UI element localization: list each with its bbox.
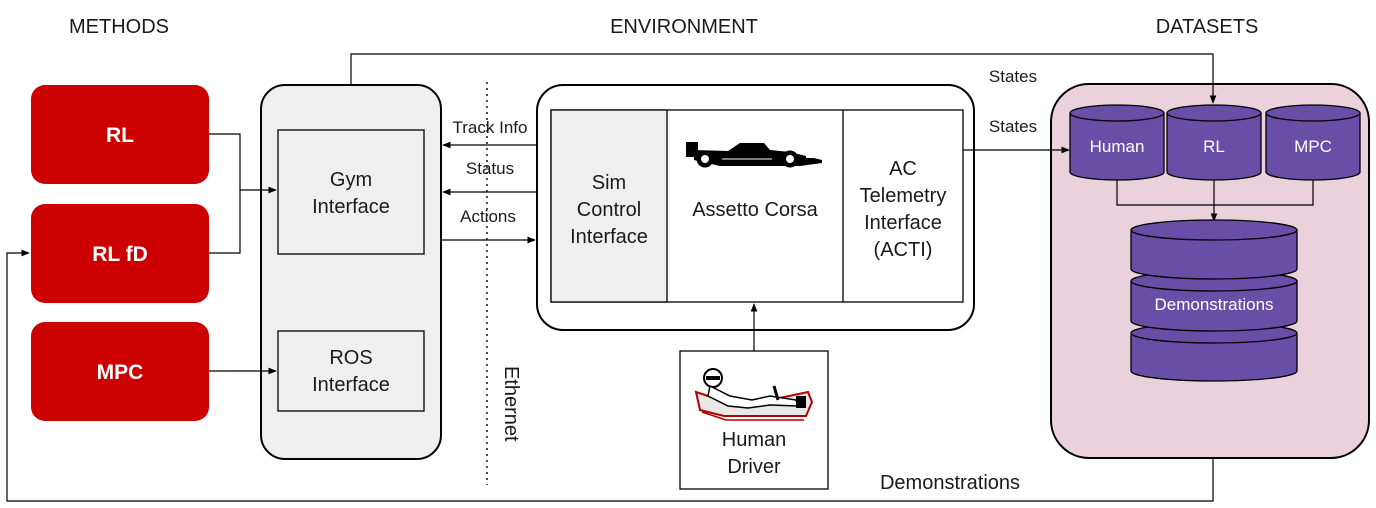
sim-control-line3: Interface (570, 226, 648, 248)
rlfd-to-gym-line (209, 190, 241, 254)
acti-line2: Telemetry (860, 185, 947, 207)
human-driver-line2: Driver (727, 456, 781, 478)
acti-line4: (ACTI) (874, 239, 933, 261)
track-info-label: Track Info (453, 118, 528, 137)
sim-control-line2: Control (577, 199, 641, 221)
datasets-merge-line (1116, 180, 1314, 206)
dataset-human: Human (1069, 104, 1165, 181)
race-car-icon (686, 142, 822, 168)
human-driver-line1: Human (722, 429, 786, 451)
header-environment: ENVIRONMENT (610, 16, 758, 38)
ros-interface-box (277, 330, 425, 412)
dataset-demonstrations: Demonstrations (1130, 219, 1298, 382)
driver-simulator-icon (694, 368, 814, 421)
method-rl-fd: RL fD (31, 204, 209, 303)
status-label: Status (466, 159, 514, 178)
dataset-mpc: MPC (1265, 104, 1361, 181)
method-rl-fd-label: RL fD (92, 243, 148, 266)
dataset-mpc-label: MPC (1294, 137, 1332, 156)
gym-interface-box (277, 129, 425, 255)
gym-states-arrow (350, 53, 1217, 104)
actions-label: Actions (460, 207, 516, 226)
gym-interface-line2: Interface (312, 196, 390, 218)
method-rl-label: RL (106, 124, 134, 147)
demonstrations-feedback-arrow (6, 249, 1214, 502)
assetto-corsa-label: Assetto Corsa (692, 199, 818, 221)
acti-line3: Interface (864, 212, 942, 234)
dataset-rl-label: RL (1203, 137, 1225, 156)
states-top-label: States (989, 67, 1037, 86)
rl-to-gym-arrow (209, 133, 277, 194)
dataset-demonstrations-label: Demonstrations (1154, 295, 1273, 314)
demonstrations-edge-label: Demonstrations (880, 472, 1020, 494)
method-mpc-label: MPC (97, 361, 144, 384)
method-rl: RL (31, 85, 209, 184)
dataset-human-label: Human (1090, 137, 1145, 156)
ethernet-label: Ethernet (500, 366, 522, 442)
states-mid-label: States (989, 117, 1037, 136)
acti-line1: AC (889, 158, 917, 180)
header-datasets: DATASETS (1156, 16, 1259, 38)
gym-interface-line1: Gym (330, 169, 372, 191)
sim-control-interface-box (550, 109, 668, 303)
header-methods: METHODS (69, 16, 169, 38)
sim-control-line1: Sim (592, 172, 626, 194)
ros-interface-line1: ROS (329, 347, 372, 369)
method-mpc: MPC (31, 322, 209, 421)
ros-interface-line2: Interface (312, 374, 390, 396)
dataset-rl: RL (1166, 104, 1262, 181)
